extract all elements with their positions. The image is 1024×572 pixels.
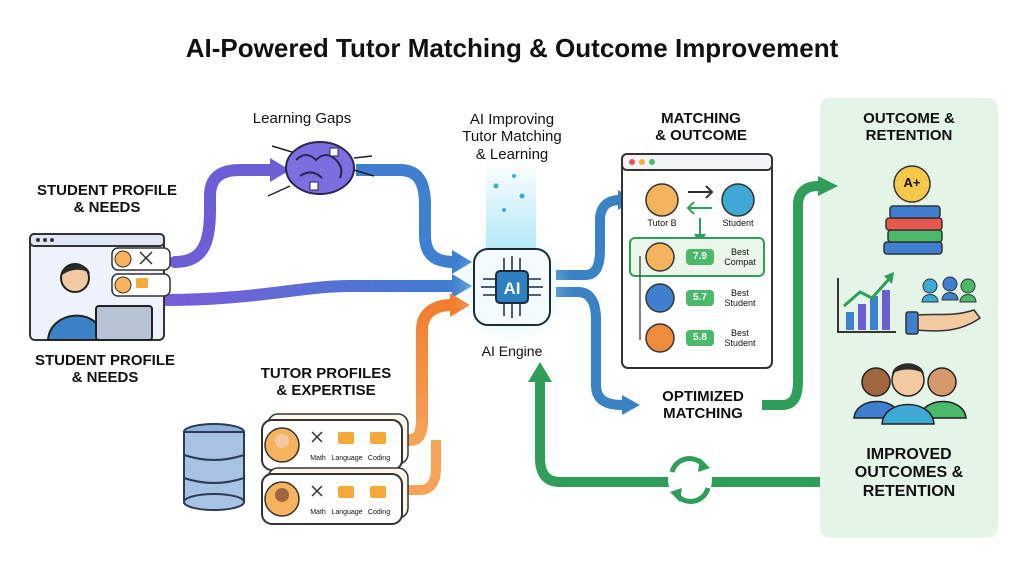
database-icon (183, 423, 245, 511)
arrowhead-feedback (528, 362, 552, 382)
arrowhead-brain (270, 158, 290, 182)
score-badge: 7.9 (693, 251, 707, 262)
student-profile-label-bottom: STUDENT PROFILE & NEEDS (34, 352, 175, 387)
optimized-matching-label: OPTIMIZED MATCHING (662, 388, 744, 423)
improved-outcomes-label: IMPROVED OUTCOMES & RETENTION (854, 446, 964, 500)
result-label: Best Compat (724, 247, 756, 268)
flow-to-outcome (762, 181, 819, 410)
flow-ai-to-match (556, 195, 621, 280)
result-label: Best Student (724, 328, 756, 349)
score-badge: 5.8 (693, 332, 707, 343)
outcome-retention-label: OUTCOME & RETENTION (863, 110, 955, 145)
flow-student-to-ai (159, 280, 455, 306)
skill-label: Coding (367, 509, 391, 516)
flow-tutors-to-ai-2 (400, 440, 441, 495)
tutor-profiles-label: TUTOR PROFILES & EXPERTISE (260, 365, 392, 400)
growth-chart-icon (837, 272, 896, 333)
ai-improving-label: AI Improving Tutor Matching & Learning (462, 111, 562, 163)
page-title: AI-Powered Tutor Matching & Outcome Impr… (185, 33, 839, 63)
skill-label: Language (331, 455, 363, 462)
skill-label: Math (310, 455, 326, 462)
brain-icon (267, 141, 375, 197)
skill-label: Coding (367, 455, 391, 462)
learning-gaps-label: Learning Gaps (252, 110, 352, 127)
tutor-card-1 (261, 413, 409, 471)
ai-engine-icon (452, 160, 572, 347)
flow-student-to-brain (169, 164, 278, 268)
ai-chip-label: AI (503, 279, 521, 298)
skill-label: Language (331, 509, 363, 516)
match-window (621, 153, 773, 369)
feedback-loop (535, 380, 820, 487)
student-group-icon (853, 363, 967, 425)
student-profile-label-top: STUDENT PROFILE & NEEDS (36, 182, 177, 217)
skill-label: Math (310, 509, 326, 516)
student-label: Student (722, 218, 754, 228)
matching-outcome-label: MATCHING & OUTCOME (655, 110, 747, 145)
result-label: Best Student (724, 288, 756, 309)
ai-engine-label: AI Engine (481, 343, 543, 359)
tutor-label: Tutor B (647, 218, 677, 228)
flow-brain-to-ai (356, 164, 456, 268)
student-laptop-scene (29, 233, 171, 341)
recycle-icon (668, 456, 712, 504)
flow-ai-to-optimized (556, 287, 623, 410)
tutor-card-2 (261, 467, 409, 525)
arrowhead-outcome (818, 176, 838, 196)
grade-badge: A+ (903, 175, 921, 190)
books-icon (883, 165, 943, 255)
arrowhead-optimized (622, 395, 640, 415)
hand-people-icon (905, 276, 982, 335)
score-badge: 5.7 (693, 292, 707, 303)
flow-tutors-to-ai (400, 299, 453, 446)
